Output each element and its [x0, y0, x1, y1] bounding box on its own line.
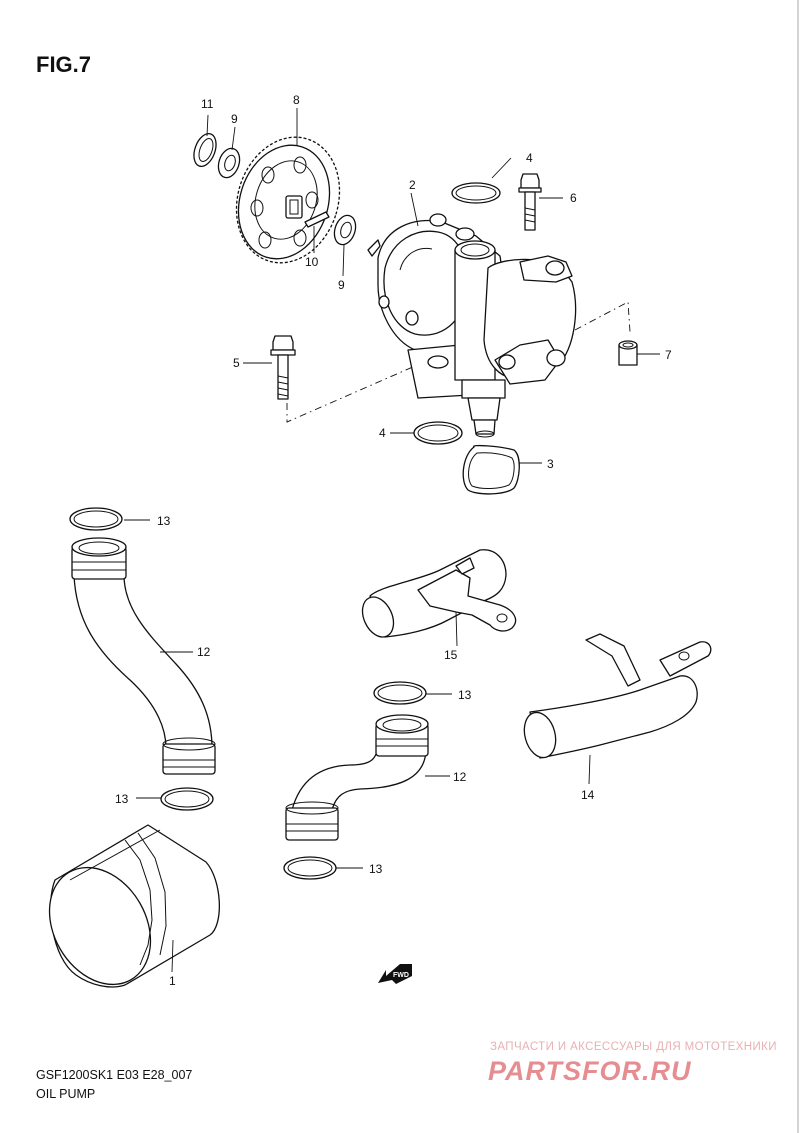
part-13-o-ring-1: [69, 507, 123, 531]
part-1-oil-filter: [48, 824, 220, 988]
watermark: ЗАПЧАСТИ И АКСЕССУАРЫ ДЛЯ МОТОТЕХНИКИ PA…: [488, 1041, 777, 1086]
part-2-oil-pump: [367, 213, 577, 438]
callout-labels: 11 9 8 10 9 2 4 6 5 7 4 3 13 12 13 15 13…: [115, 93, 672, 988]
part-4-o-ring-lower: [413, 421, 463, 445]
watermark-tagline: ЗАПЧАСТИ И АКСЕССУАРЫ ДЛЯ МОТОТЕХНИКИ: [490, 1041, 777, 1053]
part-14-pipe: [523, 633, 712, 759]
part-6-bolt: [518, 173, 542, 231]
part-5-bolt: [270, 335, 296, 400]
part-9-washer-upper: [217, 147, 241, 179]
alignment-line-left: [286, 365, 416, 423]
part-13-o-ring-3: [373, 681, 427, 705]
part-13-o-ring-4: [283, 856, 337, 880]
part-4-o-ring-upper: [451, 182, 501, 204]
fwd-direction-badge: FWD: [378, 964, 412, 984]
callout-7: 7: [665, 348, 672, 362]
callout-2: 2: [409, 178, 416, 192]
fwd-label: FWD: [393, 972, 409, 979]
model-code: GSF1200SK1 E03 E28_007: [36, 1068, 192, 1082]
part-7-dowel: [618, 340, 638, 366]
callout-3: 3: [547, 457, 554, 471]
callout-9-upper: 9: [231, 112, 238, 126]
callout-6: 6: [570, 191, 577, 205]
part-13-o-ring-2: [160, 787, 214, 811]
callout-13-left-lower: 13: [115, 792, 129, 806]
callout-14: 14: [581, 788, 595, 802]
part-11-circlip: [193, 133, 217, 167]
callout-13-center: 13: [458, 688, 472, 702]
figure-title: FIG.7: [36, 52, 91, 77]
part-10-pin: [304, 211, 330, 228]
callout-13-top-left: 13: [157, 514, 171, 528]
callout-1: 1: [169, 974, 176, 988]
section-name: OIL PUMP: [36, 1087, 95, 1101]
part-9-washer-lower: [333, 214, 357, 246]
part-15-pipe: [361, 549, 517, 638]
callout-12-center: 12: [453, 770, 467, 784]
part-12-pipe-center: [285, 714, 429, 841]
callout-9-lower: 9: [338, 278, 345, 292]
callout-12-left: 12: [197, 645, 211, 659]
callout-13-center-lower: 13: [369, 862, 383, 876]
callout-15: 15: [444, 648, 458, 662]
leader-lines: [124, 108, 660, 973]
callout-10: 10: [305, 255, 319, 269]
callout-4-upper: 4: [526, 151, 533, 165]
callout-11: 11: [201, 97, 214, 111]
watermark-brand: PARTSFOR.RU: [488, 1056, 692, 1086]
part-12-pipe-left: [71, 537, 216, 775]
part-3-gasket: [462, 444, 520, 495]
callout-8: 8: [293, 93, 300, 107]
callout-5: 5: [233, 356, 240, 370]
alignment-line-right: [574, 301, 631, 333]
callout-4-lower: 4: [379, 426, 386, 440]
